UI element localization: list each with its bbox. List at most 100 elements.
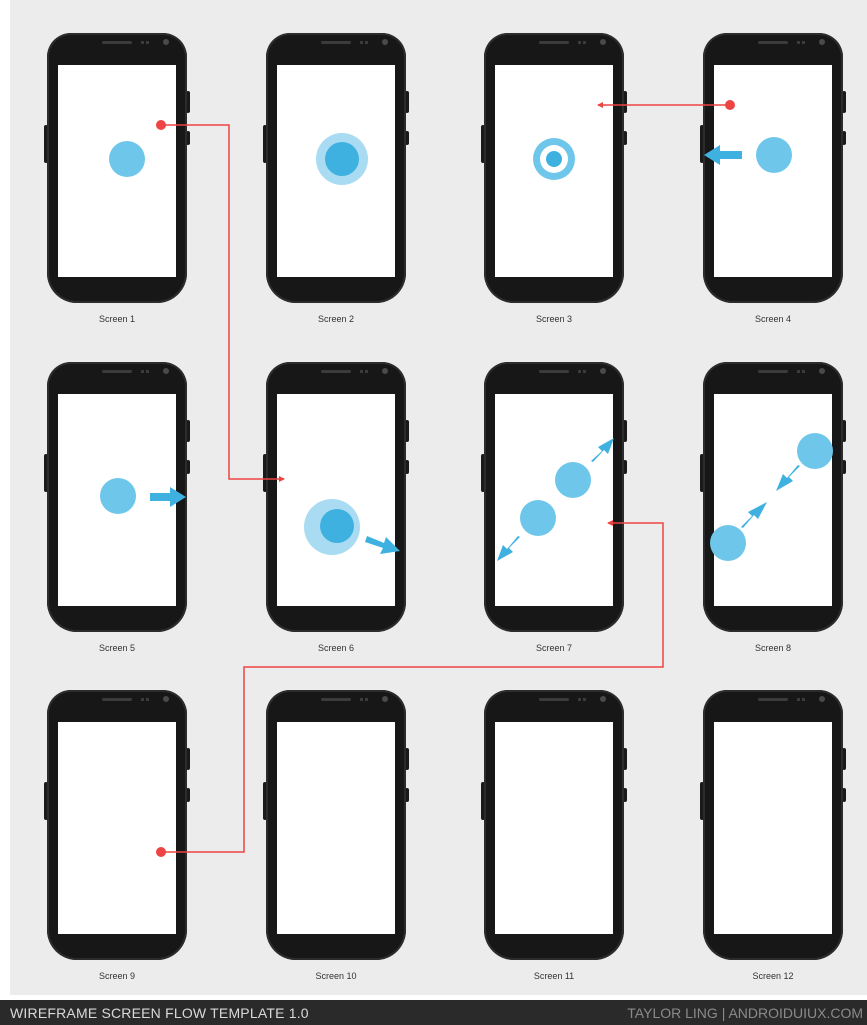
flow-line-4-to-3	[597, 100, 735, 110]
power-button	[842, 420, 846, 442]
side-button	[405, 788, 409, 802]
sensor-dots	[360, 370, 368, 373]
volume-button	[263, 782, 267, 820]
side-button	[842, 460, 846, 474]
power-button	[623, 91, 627, 113]
speaker	[758, 370, 788, 373]
camera-icon	[382, 696, 388, 702]
sensor-dots	[797, 370, 805, 373]
press-point-icon	[320, 509, 354, 543]
camera-icon	[163, 696, 169, 702]
touch-point-icon	[520, 500, 556, 536]
touch-point-icon	[100, 478, 136, 514]
screen-label-4: Screen 4	[754, 314, 792, 324]
speaker	[321, 698, 351, 701]
footer-bar: WIREFRAME SCREEN FLOW TEMPLATE 1.0 TAYLO…	[0, 1000, 867, 1025]
volume-button	[263, 454, 267, 492]
power-button	[623, 748, 627, 770]
spread-arrow-icon	[497, 536, 520, 561]
camera-icon	[819, 696, 825, 702]
phone-screen-area	[714, 394, 832, 606]
camera-icon	[382, 39, 388, 45]
volume-button	[44, 454, 48, 492]
screen-label-5: Screen 5	[98, 643, 136, 653]
sensor-dots	[141, 41, 149, 44]
screen-label-8: Screen 8	[754, 643, 792, 653]
power-button	[623, 420, 627, 442]
phone-screen-area	[714, 722, 832, 934]
screen-label-3: Screen 3	[535, 314, 573, 324]
phone-screen-area	[495, 394, 613, 606]
sensor-dots	[360, 698, 368, 701]
volume-button	[481, 454, 485, 492]
touch-point-icon	[710, 525, 746, 561]
flow-start-dot-icon	[725, 100, 735, 110]
volume-button	[44, 782, 48, 820]
speaker	[102, 698, 132, 701]
sensor-dots	[141, 698, 149, 701]
touch-point-icon	[109, 141, 145, 177]
touch-point-icon	[756, 137, 792, 173]
flow-start-dot-icon	[156, 847, 166, 857]
tap-center-icon	[546, 151, 562, 167]
screen-label-6: Screen 6	[317, 643, 355, 653]
power-button	[405, 91, 409, 113]
phone-screen-area	[277, 722, 395, 934]
side-button	[842, 131, 846, 145]
camera-icon	[819, 368, 825, 374]
flow-start-dot-icon	[156, 120, 166, 130]
phone-screen-4	[700, 33, 846, 303]
screen-label-10: Screen 10	[315, 971, 357, 981]
camera-icon	[600, 696, 606, 702]
camera-icon	[600, 368, 606, 374]
swipe-left-arrow-icon	[704, 145, 742, 165]
sensor-dots	[578, 41, 586, 44]
power-button	[186, 748, 190, 770]
drag-arrow-icon	[365, 536, 400, 554]
speaker	[539, 41, 569, 44]
swipe-right-arrow-icon	[150, 487, 186, 507]
screen-label-11: Screen 11	[533, 971, 575, 981]
screen-label-12: Screen 12	[752, 971, 794, 981]
press-point-icon	[325, 142, 359, 176]
speaker	[102, 41, 132, 44]
screen-label-7: Screen 7	[535, 643, 573, 653]
speaker	[539, 698, 569, 701]
side-button	[623, 460, 627, 474]
speaker	[321, 41, 351, 44]
screen-label-1: Screen 1	[98, 314, 136, 324]
phone-screen-7	[481, 362, 627, 632]
screen-label-9: Screen 9	[98, 971, 136, 981]
footer-title: WIREFRAME SCREEN FLOW TEMPLATE 1.0	[10, 1005, 309, 1021]
sensor-dots	[360, 41, 368, 44]
camera-icon	[600, 39, 606, 45]
power-button	[186, 91, 190, 113]
volume-button	[481, 125, 485, 163]
footer-credit: TAYLOR LING | ANDROIDUIUX.COM	[627, 1005, 863, 1021]
phone-screen-area	[495, 722, 613, 934]
side-button	[186, 131, 190, 145]
volume-button	[700, 454, 704, 492]
touch-point-icon	[797, 433, 833, 469]
flow-line-1-to-6	[156, 120, 285, 482]
phone-screen-6	[263, 362, 409, 632]
power-button	[842, 91, 846, 113]
power-button	[186, 420, 190, 442]
volume-button	[263, 125, 267, 163]
camera-icon	[163, 368, 169, 374]
volume-button	[44, 125, 48, 163]
phone-screen-8	[700, 362, 846, 632]
speaker	[758, 698, 788, 701]
phone-screen-11	[481, 690, 627, 960]
phone-screen-2	[263, 33, 409, 303]
side-button	[186, 460, 190, 474]
sensor-dots	[141, 370, 149, 373]
pinch-arrow-icon	[741, 502, 767, 528]
phone-screen-area	[58, 722, 176, 934]
flow-line-9-to-7	[156, 520, 664, 857]
side-button	[405, 460, 409, 474]
speaker	[321, 370, 351, 373]
side-button	[623, 131, 627, 145]
speaker	[758, 41, 788, 44]
